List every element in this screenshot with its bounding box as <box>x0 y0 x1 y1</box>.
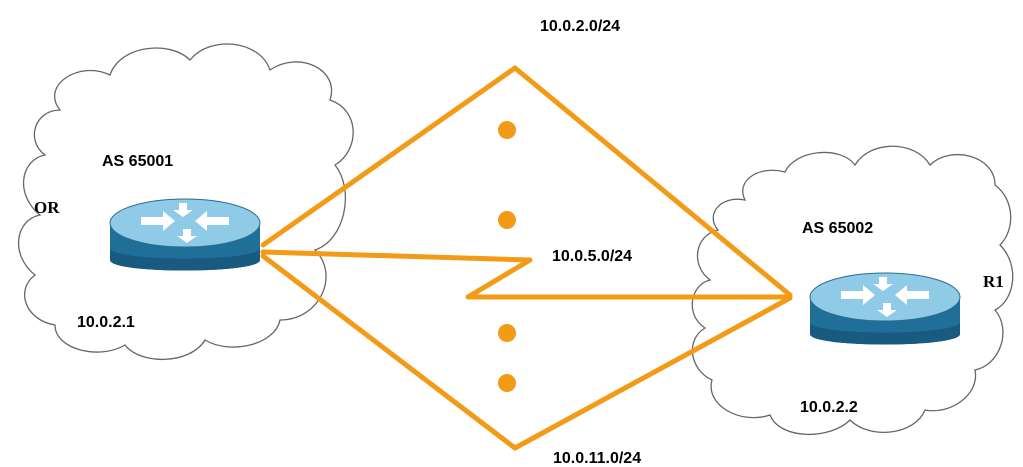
router-ip-right: 10.0.2.2 <box>800 399 858 416</box>
as-label-left: AS 65001 <box>102 153 173 170</box>
link-bottom-10-0-11-0 <box>260 253 793 451</box>
link-middle-10-0-5-0 <box>260 249 793 300</box>
router-ip-left: 10.0.2.1 <box>77 314 135 331</box>
router-name-right: R1 <box>983 272 1004 291</box>
router-icon-left <box>109 198 261 271</box>
router-name-left: OR <box>34 198 60 217</box>
as-label-right: AS 65002 <box>802 220 873 237</box>
dot-icon <box>498 324 516 342</box>
network-label-top: 10.0.2.0/24 <box>540 18 620 35</box>
dot-icon <box>498 121 516 139</box>
dot-icon <box>498 211 516 229</box>
network-label-bottom: 10.0.11.0/24 <box>553 450 641 467</box>
dot-icon-group <box>498 121 516 392</box>
link-top-10-0-2-0 <box>260 65 793 298</box>
network-links <box>260 65 793 451</box>
network-label-middle: 10.0.5.0/24 <box>552 248 632 265</box>
dot-icon <box>498 374 516 392</box>
router-icon-right <box>809 272 961 345</box>
